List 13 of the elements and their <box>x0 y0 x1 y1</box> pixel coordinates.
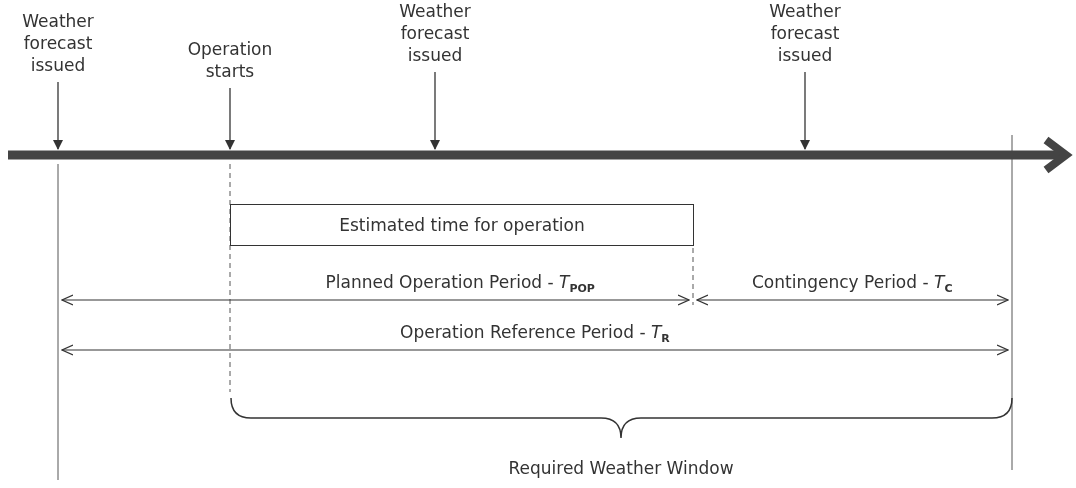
event-label: Weather forecast issued <box>8 10 108 78</box>
arrow <box>430 71 440 150</box>
arrow <box>800 71 810 150</box>
event-label: Operation starts <box>175 38 285 84</box>
event-label: Weather forecast issued <box>385 0 485 68</box>
period-label: Planned Operation Period - T$_{POP}$ <box>325 272 595 298</box>
arrow <box>225 87 235 150</box>
process-box: Estimated time for operation <box>230 204 694 246</box>
event-label: Weather forecast issued <box>755 0 855 68</box>
brace-label: Required Weather Window <box>508 458 734 478</box>
arrow <box>53 81 63 150</box>
period-label: Contingency Period - T$_{C}$ <box>752 272 953 298</box>
period-label: Operation Reference Period - T$_{R}$ <box>400 322 670 348</box>
